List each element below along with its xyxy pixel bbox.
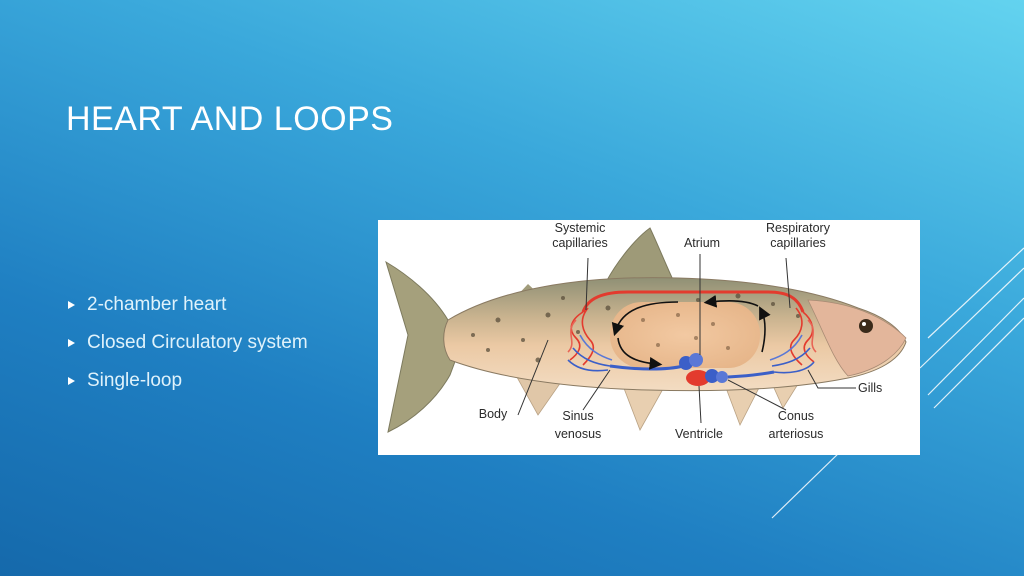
bullet-arrow-icon (68, 301, 75, 309)
bullet-item: 2-chamber heart (68, 286, 308, 324)
label-sinus-venosus-2: venosus (555, 427, 602, 441)
fish-eye (859, 319, 873, 333)
label-body: Body (479, 407, 508, 421)
slide-title: HEART AND LOOPS (66, 100, 394, 138)
label-systemic-capillaries-2: capillaries (552, 236, 608, 250)
fish-circulation-diagram: Systemic capillaries Atrium Respiratory … (378, 220, 920, 455)
dorsal-aorta (581, 290, 805, 313)
ventral-aorta (727, 370, 775, 379)
dorsal-fin (605, 227, 675, 283)
bullet-item: Single-loop (68, 362, 308, 400)
label-respiratory-capillaries-1: Respiratory (766, 221, 831, 235)
label-systemic-capillaries-1: Systemic (555, 221, 606, 235)
bullet-text: 2-chamber heart (87, 294, 227, 315)
label-sinus-venosus-1: Sinus (562, 409, 593, 423)
body-cavity (610, 302, 760, 368)
fish-head (807, 299, 907, 377)
systemic-capillaries (567, 307, 613, 372)
bullet-text: Closed Circulatory system (87, 332, 308, 353)
label-gills: Gills (858, 381, 882, 395)
label-conus-arteriosus-2: arteriosus (769, 427, 824, 441)
bullet-text: Single-loop (87, 370, 183, 391)
respiratory-capillaries (769, 307, 817, 374)
bullet-item: Closed Circulatory system (68, 324, 308, 362)
bullet-list: 2-chamber heart Closed Circulatory syste… (68, 286, 308, 400)
label-atrium: Atrium (684, 236, 720, 250)
label-respiratory-capillaries-2: capillaries (770, 236, 826, 250)
bullet-arrow-icon (68, 377, 75, 385)
label-ventricle: Ventricle (675, 427, 723, 441)
heart (679, 353, 728, 386)
bullet-arrow-icon (68, 339, 75, 347)
label-conus-arteriosus-1: Conus (778, 409, 814, 423)
